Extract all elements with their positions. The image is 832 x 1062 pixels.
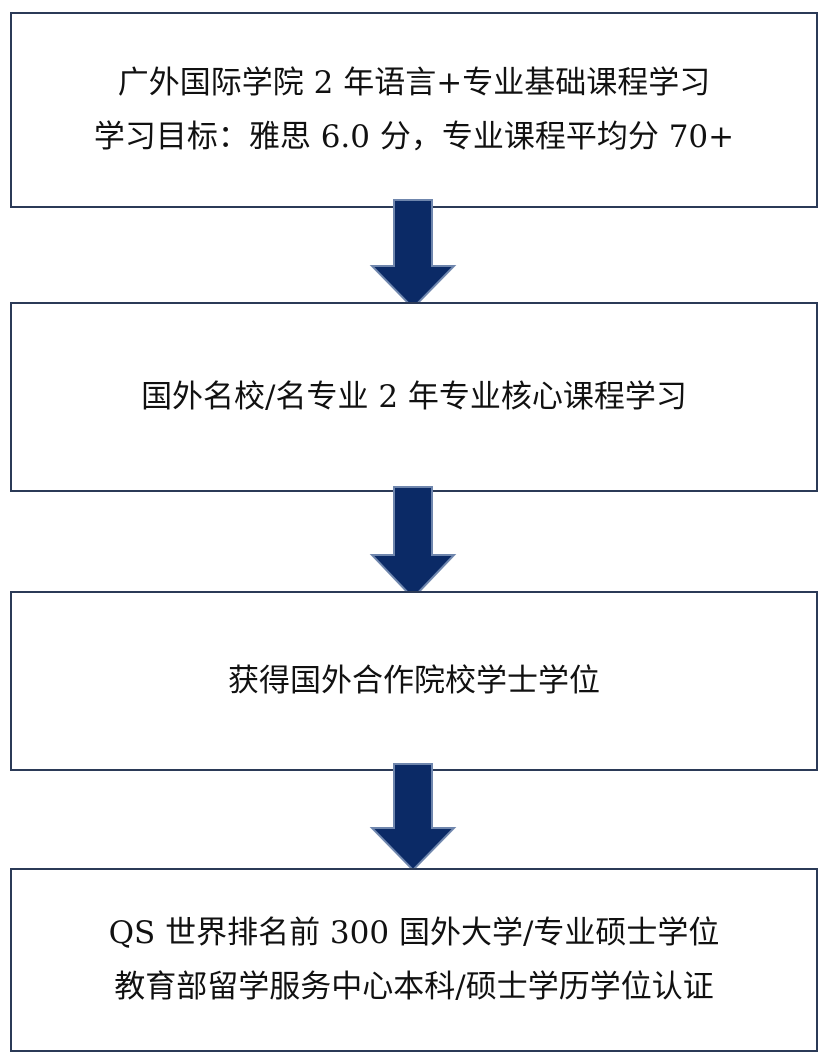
down-arrow-1-shape [369, 199, 457, 310]
step-1-line-1: 广外国际学院 2 年语言+专业基础课程学习 [117, 65, 711, 101]
step-4-line-2: 教育部留学服务中心本科/硕士学历学位认证 [114, 969, 714, 1005]
down-arrow-3-shape [369, 763, 457, 872]
step-1-line-2: 学习目标：雅思 6.0 分，专业课程平均分 70+ [93, 119, 735, 155]
down-arrow-2-shape [369, 486, 457, 600]
down-arrow-2 [369, 486, 457, 600]
step-4-line-1: QS 世界排名前 300 国外大学/专业硕士学位 [108, 915, 720, 951]
step-3-box: 获得国外合作院校学士学位 [10, 591, 818, 771]
step-3-line-1: 获得国外合作院校学士学位 [228, 663, 600, 699]
step-2-box: 国外名校/名专业 2 年专业核心课程学习 [10, 302, 818, 492]
step-2-line-1: 国外名校/名专业 2 年专业核心课程学习 [141, 379, 687, 415]
step-4-box: QS 世界排名前 300 国外大学/专业硕士学位 教育部留学服务中心本科/硕士学… [10, 868, 818, 1052]
down-arrow-3 [369, 763, 457, 872]
down-arrow-1 [369, 199, 457, 310]
step-1-box: 广外国际学院 2 年语言+专业基础课程学习 学习目标：雅思 6.0 分，专业课程… [10, 12, 818, 208]
